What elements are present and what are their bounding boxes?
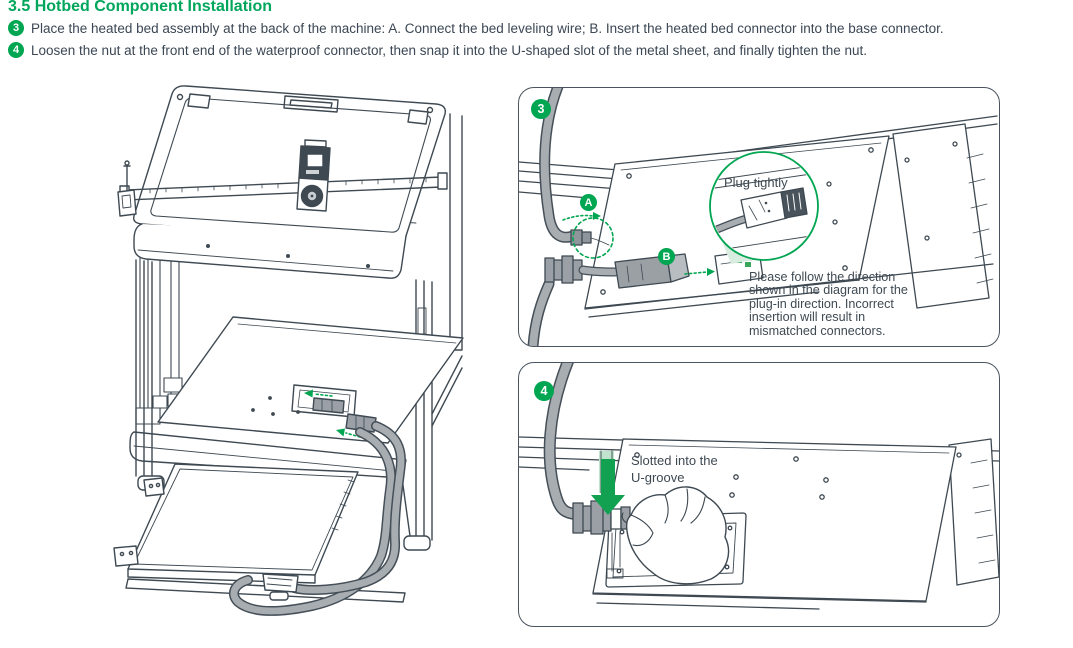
direction-note: Please follow the direction shown in the… <box>749 270 908 338</box>
front-top-beam <box>133 223 407 279</box>
bed-leveling-plug <box>570 229 610 246</box>
top-frame <box>132 85 446 244</box>
waterproof-cable <box>543 363 581 520</box>
side-bracket <box>117 160 137 217</box>
u-groove-callout: Slotted into the U-groove <box>631 453 718 485</box>
panel-step4: 4 Slotted into the U-groove <box>518 362 1000 627</box>
right-plate <box>948 438 999 586</box>
step-4-text: Loosen the nut at the front end of the w… <box>31 43 868 58</box>
machine-base <box>129 431 431 551</box>
label-a-badge: A <box>580 194 597 211</box>
waterproof-connector <box>527 255 620 346</box>
panel4-diagram <box>519 363 999 610</box>
printer-illustration <box>113 85 464 616</box>
toolhead <box>296 139 331 212</box>
plug-b-arrow-icon <box>684 268 715 276</box>
down-arrow-icon <box>591 459 625 515</box>
label-b-badge: B <box>658 248 675 265</box>
plug-a-arrow-icon <box>562 212 601 221</box>
panel3-diagram <box>519 88 998 346</box>
step-3-badge: 3 <box>8 20 24 36</box>
panel4-badge: 4 <box>534 381 554 401</box>
top-handle <box>283 95 339 113</box>
bed-connector-plug <box>262 573 299 601</box>
connector-recess <box>291 384 377 433</box>
hand-illustration <box>621 486 730 585</box>
waterproof-connector <box>572 500 631 579</box>
floor-plate <box>157 316 464 444</box>
step-3-instruction: 3 Place the heated bed assembly at the b… <box>8 20 1068 37</box>
bed-cables <box>228 421 406 616</box>
panel-step3: 3 A B Plug tightly Please follow the dir… <box>518 87 1000 347</box>
magnifier-circle <box>709 151 819 261</box>
page-title: 3.5 Hotbed Component Installation <box>8 0 273 15</box>
panel3-badge: 3 <box>531 99 551 119</box>
harness-cable <box>539 88 579 243</box>
step-4-instruction: 4 Loosen the nut at the front end of the… <box>8 42 1068 59</box>
right-plate <box>892 123 994 309</box>
plate-bottom-edges <box>584 263 994 318</box>
step-4-badge: 4 <box>8 42 24 58</box>
plate-bottom-edges <box>592 593 927 610</box>
magnifier-label: Plug tightly <box>724 175 788 190</box>
step-3-text: Place the heated bed assembly at the bac… <box>31 21 944 36</box>
